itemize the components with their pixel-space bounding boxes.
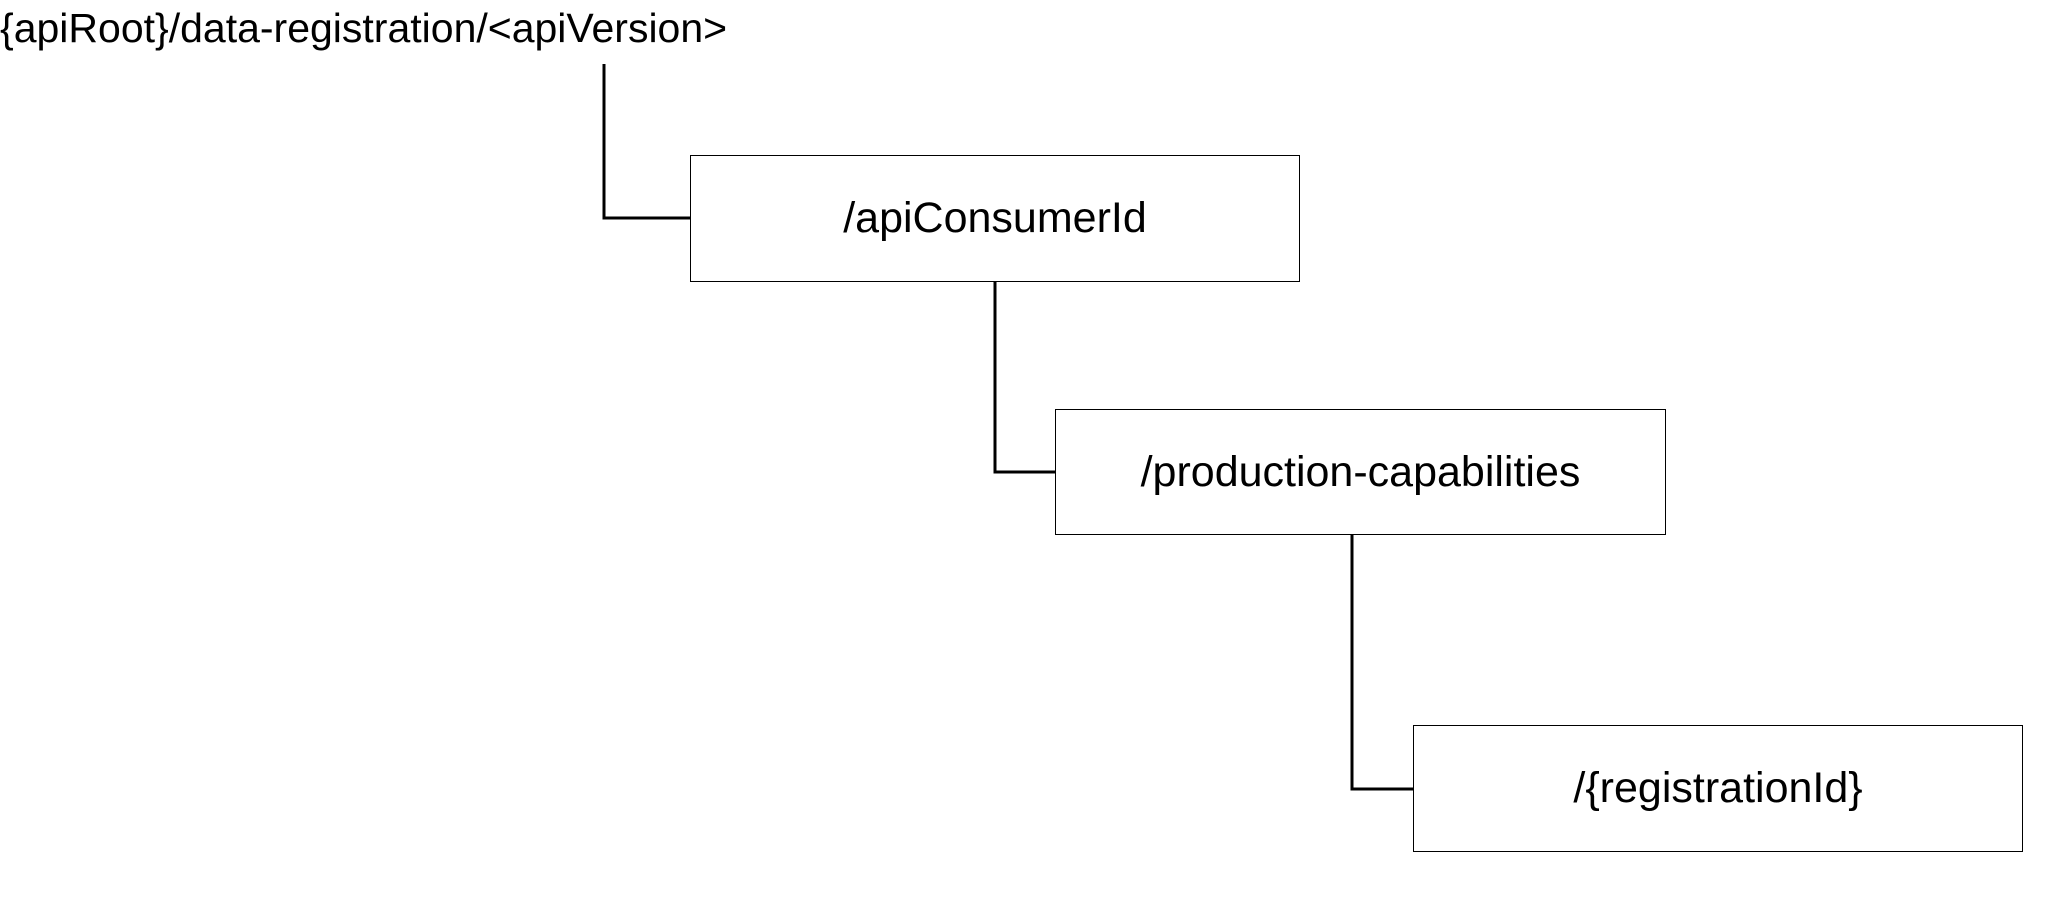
connector-root-to-api-consumer [602, 64, 690, 220]
connector-production-to-registration [1350, 535, 1413, 791]
api-consumer-id-label: /apiConsumerId [843, 194, 1147, 242]
connector-api-consumer-to-production [993, 282, 1055, 474]
api-consumer-id-node: /apiConsumerId [690, 155, 1300, 282]
api-root-label: {apiRoot}/data-registration/<apiVersion> [0, 5, 728, 51]
production-capabilities-label: /production-capabilities [1140, 447, 1581, 496]
registration-id-label: /{registrationId} [1573, 764, 1863, 812]
registration-id-node: /{registrationId} [1413, 725, 2023, 852]
production-capabilities-node: /production-capabilities [1055, 409, 1666, 535]
